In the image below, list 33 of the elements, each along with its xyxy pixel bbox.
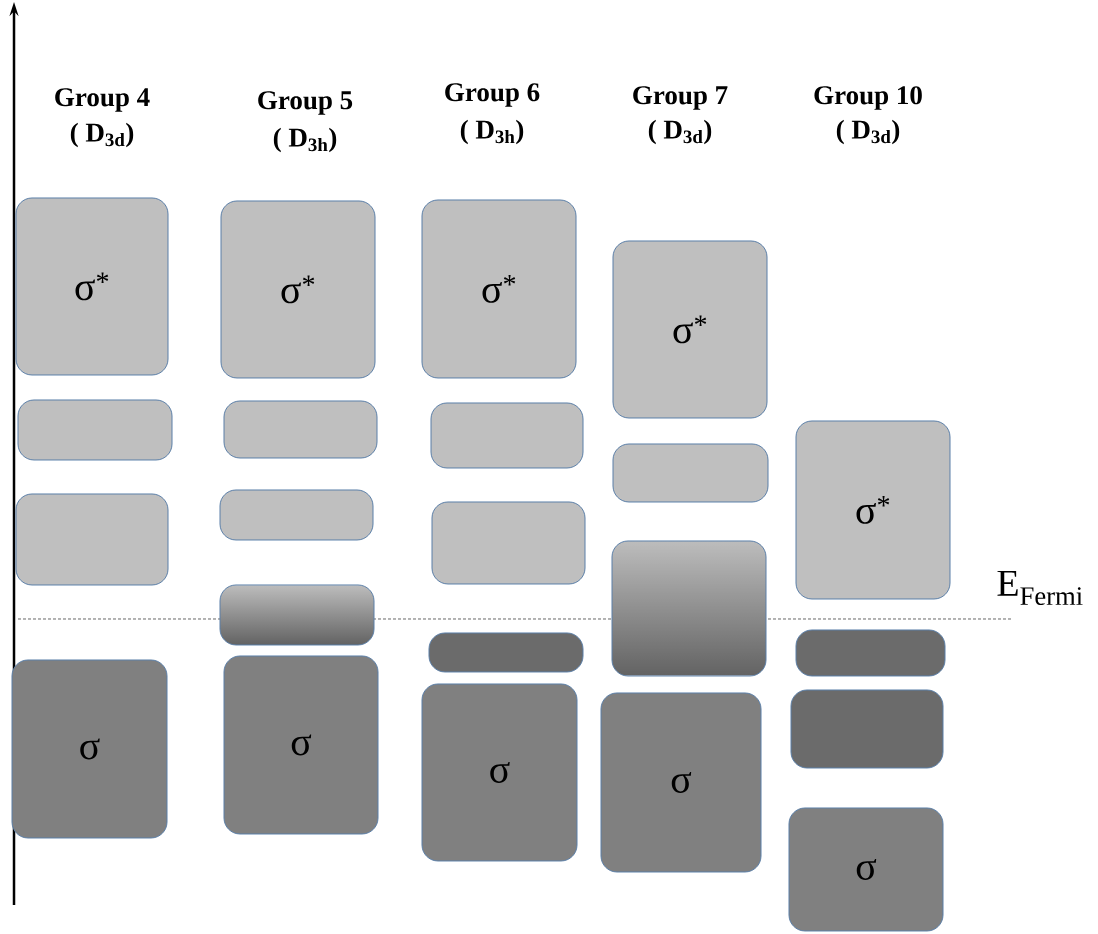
group-heading: ( D$_{3h}$) [460, 119, 524, 145]
fermi-level-label: E$_{Fermi}$ [997, 570, 1083, 606]
band-box [223, 400, 378, 459]
band-box [611, 540, 767, 677]
group-heading: ( D$_{3d}$) [70, 122, 134, 148]
band-box [17, 399, 173, 461]
group-heading: ( D$_{3d}$) [836, 119, 900, 145]
band-box: σ [600, 692, 762, 873]
band-box [219, 489, 374, 541]
group-heading: Group 4 [55, 88, 150, 112]
group-heading: Group 7 [633, 86, 728, 110]
band-box: σ [223, 655, 379, 835]
band-box [790, 689, 944, 769]
band-box: σ$^{*}$ [15, 197, 169, 376]
group-heading: Group 5 [258, 91, 353, 115]
band-box [428, 632, 584, 673]
band-box: σ$^{*}$ [220, 200, 376, 379]
group-heading: ( D$_{3h}$) [273, 127, 337, 153]
band-box: σ [421, 683, 578, 862]
group-heading: Group 10 [814, 86, 922, 110]
group-heading: Group 6 [445, 83, 540, 107]
band-box: σ$^{*}$ [795, 420, 951, 600]
band-box: σ [788, 807, 944, 932]
band-box: σ$^{*}$ [612, 240, 768, 419]
band-box [219, 584, 375, 646]
band-box: σ [11, 659, 168, 839]
band-box [795, 629, 946, 677]
band-box [15, 493, 169, 586]
group-heading: ( D$_{3d}$) [648, 119, 712, 145]
band-box [430, 402, 584, 469]
band-box: σ$^{*}$ [421, 199, 577, 379]
band-box [612, 443, 769, 503]
band-box [431, 501, 586, 585]
